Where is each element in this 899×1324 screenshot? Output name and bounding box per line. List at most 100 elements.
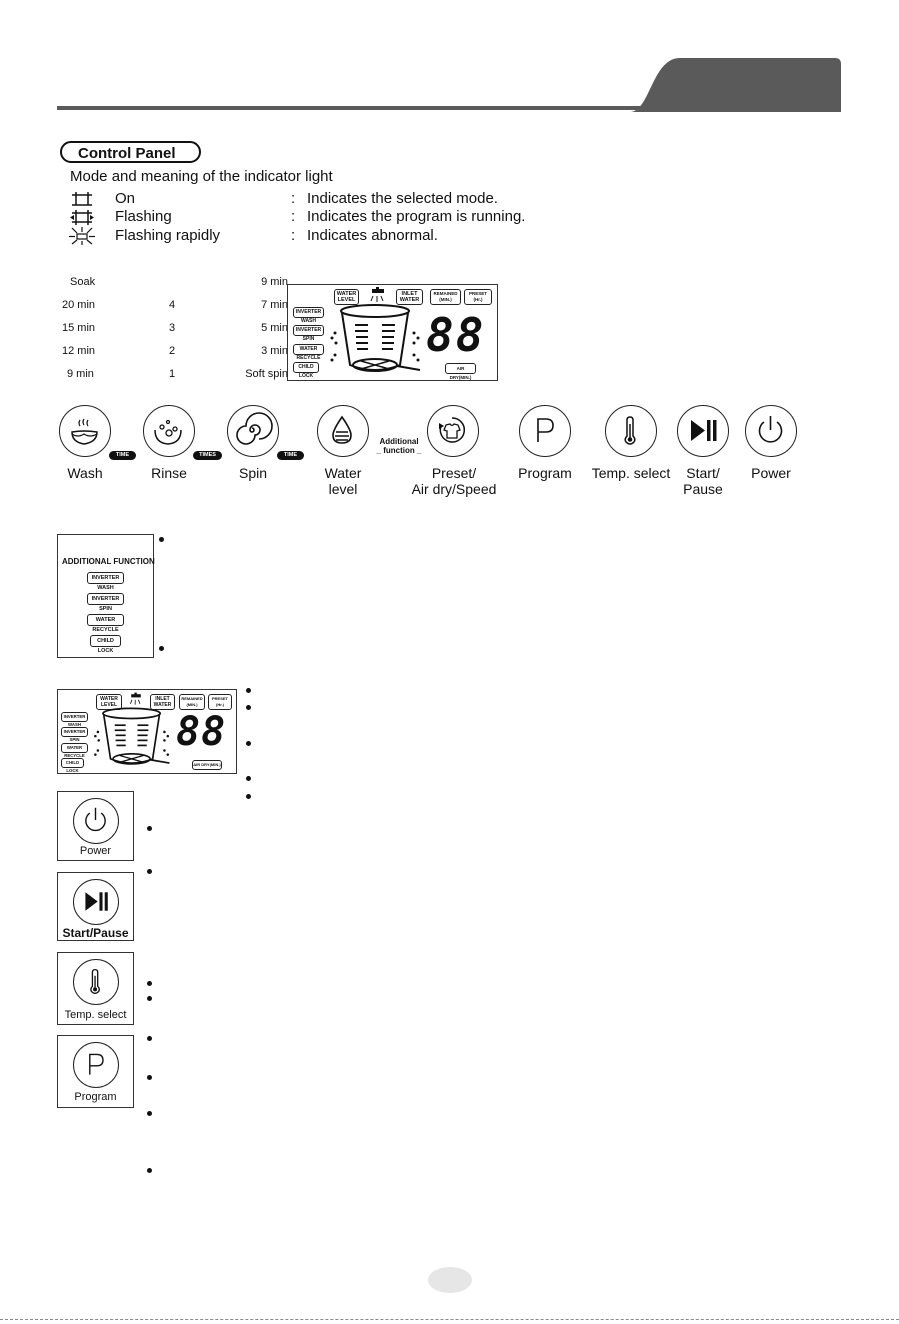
start-pause-button[interactable] [677,405,729,457]
power-label: Power [751,465,791,481]
inverter-wash-indicator: INVERTER WASH [293,307,324,324]
rinse-times-item: 3 [169,322,176,334]
rinse-times-item: 2 [169,345,176,357]
header-tab [630,58,841,112]
rinse-button[interactable] [143,405,195,457]
program-p-icon [537,418,554,442]
rinse-times-column: 4 3 2 1 [169,271,189,386]
additional-function-label: Additional _ function _ [376,437,422,455]
start-pause-button-small[interactable] [73,879,119,925]
wash-label: Wash [67,465,103,481]
power-button[interactable] [745,405,797,457]
wash-time-item: 20 min [62,299,96,311]
bullet [147,869,152,874]
spin-time-column: 9 min 7 min 5 min 3 min Soft spin [238,271,288,386]
bullet [147,1168,152,1173]
temp-select-button-small[interactable] [73,959,119,1005]
bullet [147,981,152,986]
wash-time-badge: TIME [109,451,136,460]
inverter-wash-indicator: INVERTER WASH [61,712,88,727]
faucet-icon [370,287,384,302]
preset-shirt-icon [439,417,466,443]
additional-function-box [57,534,154,658]
power-button-small[interactable] [73,798,119,844]
inverter-spin-tag: INVERTER SPIN [87,593,124,612]
temp-select-detail: Temp. select [57,952,134,1025]
temp-select-detail-label: Temp. select [64,1009,127,1021]
drum-icon [94,707,170,765]
rinse-icon [154,419,182,445]
start-pause-label: Start/Pause [683,465,723,497]
wash-time-item: 15 min [62,322,96,334]
spin-icon [236,412,273,445]
spin-time-item: 9 min [261,276,288,288]
legend-intro: Mode and meaning of the indicator light [70,168,333,185]
child-lock-tag: CHILD LOCK [90,635,121,654]
air-dry-indicator: AIR DRY(MIN.) [445,363,476,380]
remained-indicator: REMAINED(MIN.) [430,289,461,305]
wash-time-item: 12 min [62,345,96,357]
power-icon [758,416,783,443]
spin-time-item: 7 min [261,299,288,311]
legend-desc: Indicates the selected mode. [307,190,498,207]
header-rule [57,106,645,110]
bottom-border [0,1319,899,1321]
power-detail-label: Power [79,845,112,857]
program-detail-label: Program [74,1091,117,1103]
lamp-flashing-rapidly-icon [69,227,95,245]
preset-indicator: PRESET(Hr.) [208,694,232,710]
bullet [246,741,251,746]
lamp-flashing-icon [70,210,94,225]
power-button-detail: Power [57,791,134,861]
start-pause-detail-label: Start/Pause [62,926,129,940]
wash-time-column: Soak 20 min 15 min 12 min 9 min [62,271,112,386]
section-title: Control Panel [78,145,176,162]
inverter-spin-indicator: INVERTER SPIN [61,727,88,742]
additional-function-title: ADDITIONAL FUNCTION [62,557,155,566]
program-p-icon [89,1053,104,1075]
temp-select-label: Temp. select [591,465,671,481]
bullet [246,705,251,710]
spin-button[interactable] [227,405,279,457]
spin-time-item: Soft spin [245,368,288,380]
remained-indicator: REMAINED(MIN.) [179,694,205,710]
rinse-times-item [169,271,189,294]
bullet [159,646,164,651]
power-icon [85,807,106,832]
program-label: Program [518,465,572,481]
wash-time-item: Soak [70,276,96,288]
spin-label: Spin [238,465,268,481]
child-lock-indicator: CHILD LOCK [293,362,319,379]
spin-time-item: 3 min [261,345,288,357]
rinse-label: Rinse [151,465,187,481]
program-button-small[interactable] [73,1042,119,1088]
program-detail: Program [57,1035,134,1108]
play-pause-icon [85,892,108,911]
thermometer-icon [624,416,636,445]
rinse-times-badge: TIMES [193,451,222,460]
preset-airdry-speed-button[interactable] [427,405,479,457]
inverter-spin-indicator: INVERTER SPIN [293,325,324,342]
legend-desc: Indicates abnormal. [307,227,438,244]
water-level-button[interactable] [317,405,369,457]
water-recycle-indicator: WATER RECYCLE [61,743,88,758]
drum-icon [330,304,421,372]
program-button[interactable] [519,405,571,457]
bullet [159,537,164,542]
inverter-wash-tag: INVERTER WASH [87,572,124,591]
bullet [147,996,152,1001]
legend-name: Flashing rapidly [115,227,221,244]
preset-indicator: PRESET(Hr.) [464,289,492,305]
spin-time-item: 5 min [261,322,288,334]
lamp-on-icon [72,192,92,206]
wash-button[interactable] [59,405,111,457]
bullet [147,1036,152,1041]
water-recycle-indicator: WATER RECYCLE [293,344,324,361]
faucet-icon [130,692,141,705]
temp-select-button[interactable] [605,405,657,457]
bullet [147,1111,152,1116]
